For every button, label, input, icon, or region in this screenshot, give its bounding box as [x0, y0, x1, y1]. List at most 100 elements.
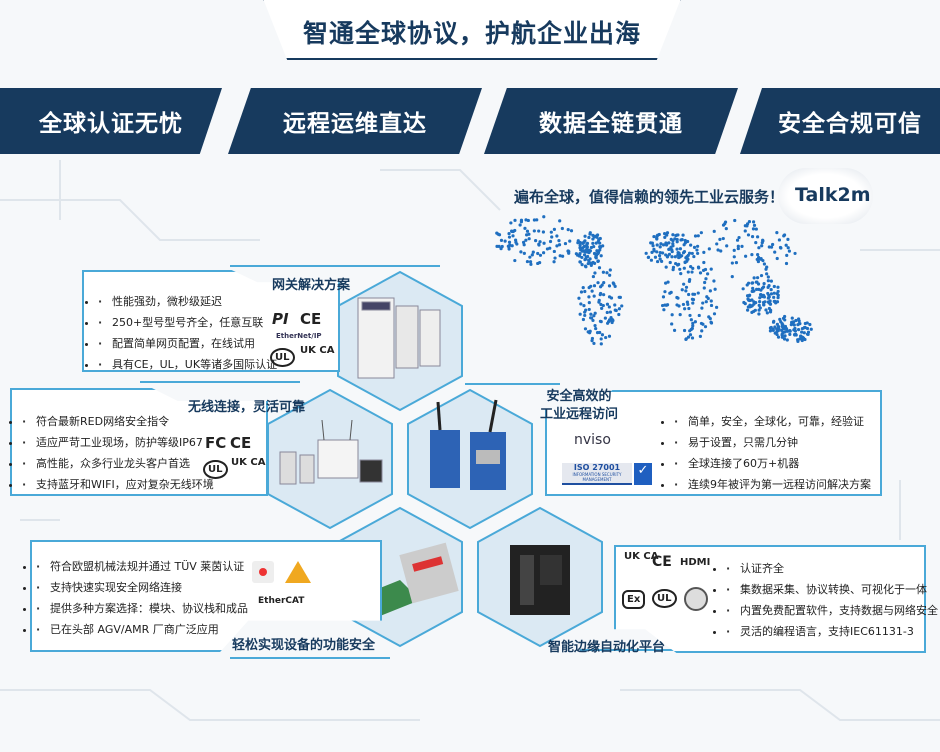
map-dot	[718, 237, 722, 241]
map-dot	[789, 323, 793, 327]
map-dot	[507, 240, 512, 244]
map-dot	[668, 291, 672, 295]
map-dot	[701, 322, 705, 326]
list-item: 灵活的编程语言，支持IEC61131-3	[726, 621, 938, 642]
map-dot	[655, 236, 659, 240]
map-dot	[797, 317, 801, 321]
map-dot	[716, 248, 720, 252]
map-dot	[690, 270, 694, 274]
map-dot	[719, 249, 723, 253]
map-dot	[698, 271, 703, 275]
map-dot	[542, 215, 546, 219]
map-dot	[679, 272, 683, 276]
map-dot	[560, 226, 564, 231]
seal-icon	[684, 587, 708, 611]
map-dot	[775, 256, 779, 261]
map-dot	[671, 265, 676, 269]
map-dot	[555, 234, 559, 238]
map-dot	[682, 328, 687, 333]
map-dot	[771, 320, 776, 324]
wireless-list: 符合最新RED网络安全指令 适应严苛工业现场，防护等级IP67 高性能，众多行业…	[22, 411, 214, 495]
map-dot	[776, 335, 781, 339]
map-dot	[590, 289, 594, 293]
map-dot	[800, 330, 804, 334]
map-dot	[538, 240, 542, 244]
map-dot	[784, 243, 788, 247]
map-dot	[661, 243, 666, 247]
map-dot	[766, 279, 770, 283]
map-dot	[582, 304, 586, 308]
map-dot	[566, 249, 570, 253]
map-dot	[665, 231, 670, 235]
map-dot	[541, 230, 546, 234]
map-dot	[689, 243, 693, 247]
map-dot	[538, 260, 542, 265]
map-dot	[675, 240, 679, 244]
map-dot	[775, 322, 779, 326]
map-dot	[600, 333, 605, 337]
map-dot	[590, 316, 594, 320]
map-dot	[713, 287, 717, 291]
list-item: 全球连接了60万+机器	[674, 453, 871, 474]
safety-title: 轻松实现设备的功能安全	[232, 638, 376, 653]
map-dot	[661, 295, 666, 299]
map-dot	[758, 306, 762, 310]
ce-logo: CE	[230, 434, 252, 452]
iso-label: ISO 27001	[573, 463, 621, 472]
map-dot	[704, 300, 708, 304]
map-dot	[587, 301, 591, 305]
cip-safety-icon	[285, 561, 311, 583]
map-dot	[757, 303, 761, 307]
map-dot	[693, 234, 698, 238]
map-dot	[732, 255, 736, 259]
map-dot	[677, 262, 681, 266]
map-dot	[644, 251, 648, 255]
map-dot	[592, 314, 596, 318]
map-dot	[768, 299, 772, 303]
map-dot	[788, 332, 792, 337]
map-dot	[709, 303, 714, 308]
map-dot	[617, 307, 621, 311]
map-dot	[756, 235, 760, 239]
map-dot	[659, 242, 663, 246]
map-dot	[689, 318, 693, 322]
map-dot	[513, 228, 517, 233]
map-dot	[762, 262, 766, 266]
map-dot	[712, 279, 716, 283]
map-dot	[542, 241, 546, 245]
map-dot	[670, 249, 674, 254]
map-dot	[527, 237, 531, 241]
map-dot	[707, 247, 711, 251]
map-dot	[771, 242, 775, 247]
map-dot	[692, 254, 696, 259]
map-dot	[585, 241, 590, 245]
map-dot	[690, 326, 694, 330]
map-dot	[606, 320, 611, 324]
map-dot	[591, 318, 595, 323]
map-dot	[737, 235, 741, 240]
map-dot	[532, 218, 536, 222]
map-dot	[599, 302, 603, 307]
map-dot	[594, 241, 598, 245]
map-dot	[601, 303, 605, 308]
map-dot	[688, 313, 692, 318]
map-dot	[755, 276, 760, 280]
map-dot	[782, 337, 787, 341]
map-dot	[558, 254, 562, 258]
map-dot	[607, 334, 612, 338]
map-dot	[663, 303, 667, 307]
map-dot	[578, 252, 582, 256]
map-dot	[582, 240, 586, 244]
map-dot	[581, 285, 585, 290]
map-dot	[681, 233, 685, 237]
map-dot	[761, 258, 765, 263]
map-dot	[525, 259, 530, 264]
map-dot	[678, 313, 682, 317]
map-dot	[684, 289, 688, 293]
map-dot	[513, 218, 517, 222]
map-dot	[530, 253, 534, 257]
map-dot	[507, 231, 511, 236]
map-dot	[760, 244, 764, 248]
map-dot	[691, 324, 695, 328]
map-dot	[588, 331, 592, 335]
